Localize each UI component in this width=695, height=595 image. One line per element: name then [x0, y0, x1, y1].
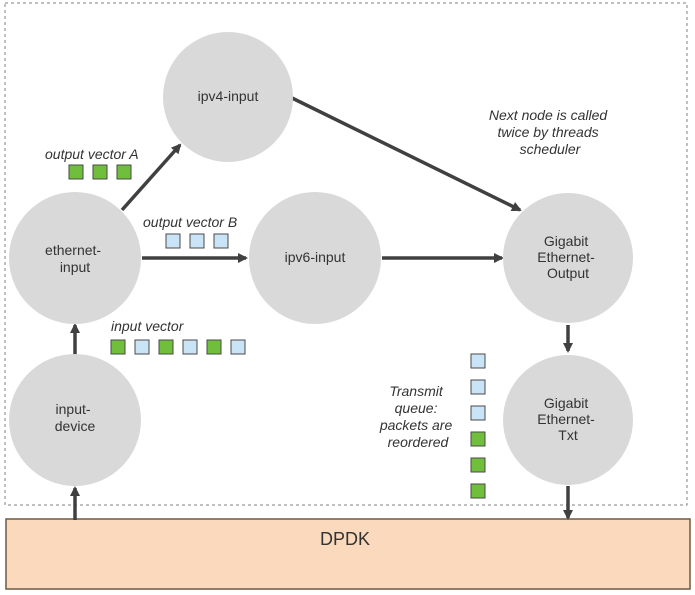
node-label: input- device — [55, 401, 96, 434]
packet-blue — [470, 379, 486, 395]
graph-node-gigabit-ethernet-txt: Gigabit Ethernet- Txt — [503, 355, 633, 485]
packet-green — [470, 431, 486, 447]
node-label-line: ipv6-input — [285, 249, 346, 265]
scheduler-note: Next node is called twice by threads sch… — [489, 107, 611, 157]
packet-blue — [165, 233, 181, 249]
node-label-line: Ethernet- — [537, 411, 595, 427]
node-label-line: Ethernet- — [537, 249, 595, 265]
edge-ethernet-input-to-ipv4-input — [120, 143, 182, 212]
dpdk-bar: DPDK — [5, 518, 691, 590]
node-label: ipv4-input — [198, 88, 259, 104]
packet-green — [116, 164, 132, 180]
transmit-queue — [470, 353, 486, 499]
dpdk-box — [5, 518, 691, 590]
node-circle — [9, 192, 141, 324]
edges — [70, 96, 573, 520]
node-label-line: device — [55, 418, 96, 434]
scheduler-note-line: scheduler — [520, 141, 582, 157]
packet-green — [206, 339, 222, 355]
graph-node-input-device: input- device — [9, 354, 141, 486]
node-circle — [9, 354, 141, 486]
input-vector-label: input vector — [111, 318, 185, 334]
node-label-line: ethernet- — [45, 242, 101, 258]
input-vector — [110, 339, 246, 355]
packet-blue — [189, 233, 205, 249]
output-vector-b-label: output vector B — [143, 214, 237, 230]
graph-frame — [4, 2, 688, 506]
packet-blue — [470, 353, 486, 369]
packet-green — [470, 457, 486, 473]
node-label: ethernet- input — [45, 242, 105, 275]
node-label-line: input- — [56, 401, 91, 417]
node-label-line: ipv4-input — [198, 88, 259, 104]
graph-node-gigabit-ethernet-output: Gigabit Ethernet- Output — [503, 193, 633, 323]
node-label-line: Output — [547, 265, 589, 281]
edge-ipv4-input-to-gigabit-ethernet-output — [291, 96, 522, 212]
node-circle — [503, 355, 633, 485]
packet-green — [92, 164, 108, 180]
transmit-queue-note: Transmit queue: packets are reordered — [379, 383, 456, 450]
node-label-line: input — [60, 259, 90, 275]
graph-node-ipv6-input: ipv6-input — [249, 192, 381, 324]
graph-node-ethernet-input: ethernet- input — [9, 192, 141, 324]
node-label-line: Txt — [558, 427, 578, 443]
scheduler-note-line: twice by threads — [497, 124, 598, 140]
packet-green — [158, 339, 174, 355]
graph-node-ipv4-input: ipv4-input — [163, 32, 293, 162]
node-label-line: Gigabit — [544, 395, 588, 411]
output-vector-b — [165, 233, 229, 249]
output-vector-a-label: output vector A — [45, 146, 139, 162]
node-circle — [163, 32, 293, 162]
packet-green — [470, 483, 486, 499]
scheduler-note-line: Next node is called — [489, 107, 609, 123]
node-label-line: Gigabit — [544, 233, 588, 249]
packet-blue — [213, 233, 229, 249]
packet-blue — [230, 339, 246, 355]
transmit-queue-note-line: Transmit — [389, 383, 444, 399]
packet-green — [68, 164, 84, 180]
node-label: Gigabit Ethernet- Txt — [537, 395, 598, 443]
node-label: ipv6-input — [285, 249, 346, 265]
node-label: Gigabit Ethernet- Output — [537, 233, 598, 281]
node-circle — [503, 193, 633, 323]
output-vector-a — [68, 164, 132, 180]
transmit-queue-note-line: reordered — [388, 434, 450, 450]
packet-blue — [134, 339, 150, 355]
node-circle — [249, 192, 381, 324]
transmit-queue-note-line: packets are — [379, 417, 453, 433]
packet-blue — [470, 405, 486, 421]
dpdk-label: DPDK — [320, 529, 370, 549]
transmit-queue-note-line: queue: — [395, 400, 438, 416]
packet-blue — [182, 339, 198, 355]
packet-green — [110, 339, 126, 355]
